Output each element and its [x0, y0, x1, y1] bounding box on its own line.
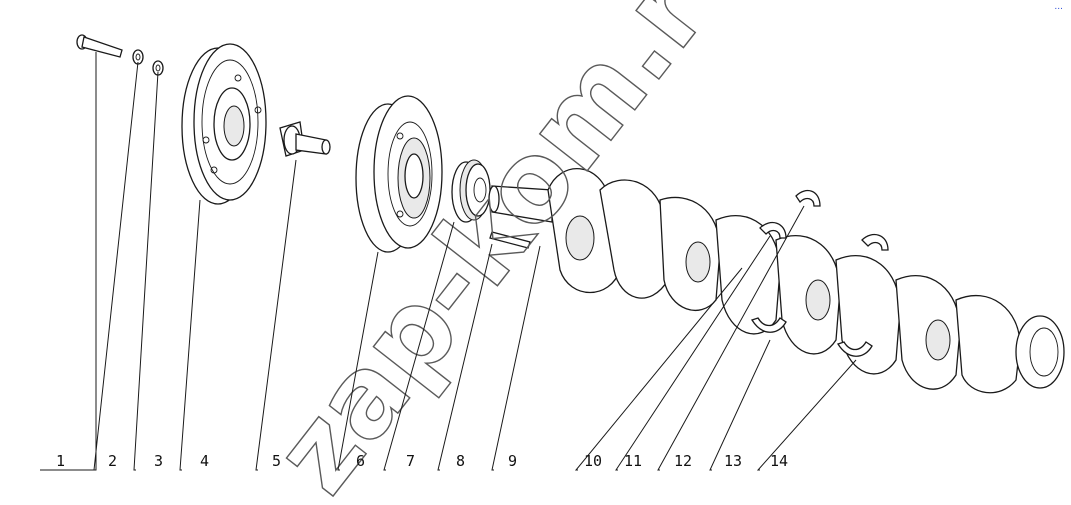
part-2-washer: [132, 49, 144, 65]
callout-1: 1: [56, 452, 65, 470]
callout-6: 6: [356, 452, 365, 470]
part-8-key: [489, 231, 531, 249]
callout-5: 5: [272, 452, 281, 470]
callout-10: 10: [584, 452, 602, 470]
callout-12: 12: [674, 452, 692, 470]
callout-labels: 1 2 3 4 5 6 7 8 9 10 11 12 13 14: [56, 452, 788, 470]
part-5-hub: [279, 121, 331, 157]
callout-11: 11: [624, 452, 642, 470]
part-7-gear: [451, 159, 491, 223]
callout-2: 2: [108, 452, 117, 470]
callout-7: 7: [406, 452, 415, 470]
part-4-pulley: [181, 43, 267, 205]
part-9-shaft-nose: [488, 185, 553, 223]
part-3-washer: [152, 60, 164, 76]
leader-lines: [40, 52, 857, 471]
callout-8: 8: [456, 452, 465, 470]
callout-9: 9: [508, 452, 517, 470]
crankshaft: [547, 167, 1065, 394]
part-1-bolt: [76, 34, 123, 58]
part-6-pulley: [355, 95, 443, 253]
callout-4: 4: [200, 452, 209, 470]
corner-logo-mark: ...: [1054, 2, 1063, 12]
callout-13: 13: [724, 452, 742, 470]
bearing-shells: [751, 189, 889, 357]
callout-3: 3: [154, 452, 163, 470]
callout-14: 14: [770, 452, 788, 470]
